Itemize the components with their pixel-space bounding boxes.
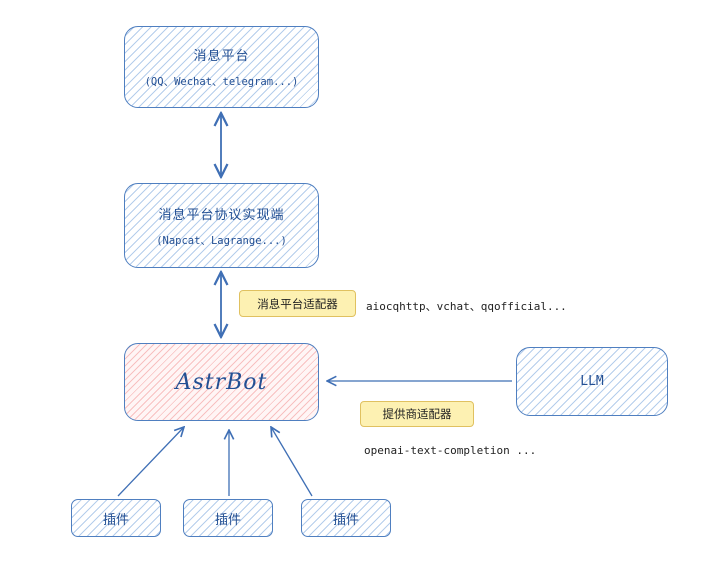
protocol-title: 消息平台协议实现端 (158, 207, 285, 223)
protocol-node: 消息平台协议实现端 (Napcat、Lagrange...) (124, 183, 319, 268)
astrbot-title: AstrBot (175, 369, 268, 395)
plugin-label-3: 插件 (332, 512, 359, 528)
platform-adapter-tag: 消息平台适配器 (239, 290, 356, 317)
message-platform-subtitle: (QQ、Wechat、telegram...) (144, 76, 299, 88)
plugin-node-2: 插件 (183, 499, 273, 537)
plugin-label-2: 插件 (214, 512, 241, 528)
astrbot-node: AstrBot (124, 343, 319, 421)
provider-adapter-tag: 提供商适配器 (360, 401, 474, 427)
message-platform-title: 消息平台 (193, 49, 250, 64)
llm-title: LLM (580, 374, 604, 389)
protocol-subtitle: (Napcat、Lagrange...) (156, 234, 287, 247)
platform-adapters-note: aiocqhttp、vchat、qqofficial... (366, 300, 567, 313)
plugin-node-1: 插件 (71, 499, 161, 537)
arrow-plugin1-astrbot (117, 427, 184, 497)
arrow-plugin3-astrbot (271, 427, 313, 497)
plugin-label-1: 插件 (102, 512, 129, 528)
message-platform-node: 消息平台 (QQ、Wechat、telegram...) (124, 26, 319, 108)
llm-node: LLM (516, 347, 668, 416)
plugin-node-3: 插件 (301, 499, 391, 537)
provider-adapters-note: openai-text-completion ... (364, 444, 537, 457)
